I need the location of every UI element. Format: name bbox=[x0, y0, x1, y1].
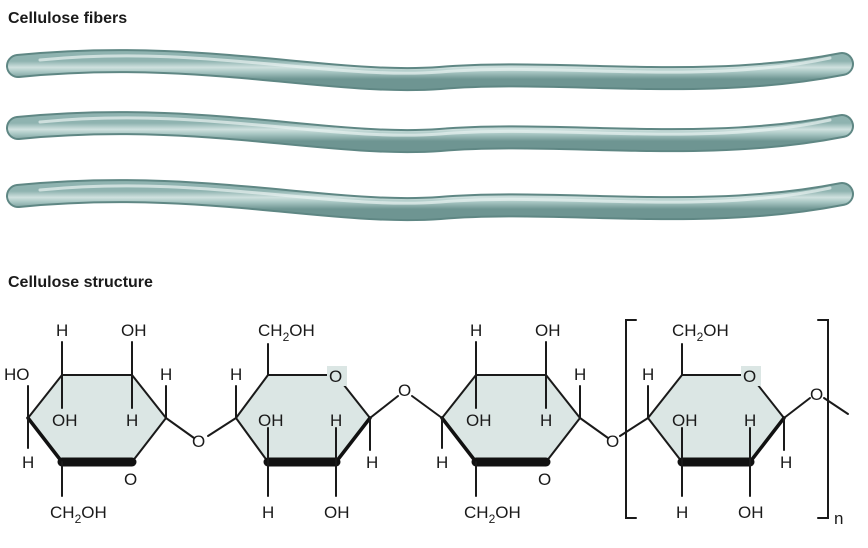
ring3-OH-inner: OH bbox=[466, 411, 492, 430]
glycosidic-O-4: O bbox=[810, 385, 823, 404]
ring1-ring-O: O bbox=[124, 470, 137, 489]
fibers-illustration bbox=[6, 49, 854, 222]
ring2-ring-O: O bbox=[329, 367, 342, 386]
ring3-H-left: H bbox=[436, 453, 448, 472]
ring3-CH2OH-bottom: CH2OH bbox=[464, 503, 521, 526]
ring1-OH-top: OH bbox=[121, 321, 147, 340]
ring2-OH-inner: OH bbox=[258, 411, 284, 430]
repeat-n: n bbox=[834, 509, 843, 528]
ring3-H-right: H bbox=[574, 365, 586, 384]
ring2-CH2OH-top: CH2OH bbox=[258, 321, 315, 344]
ring2-OH-bottom: OH bbox=[324, 503, 350, 522]
ring4-H-right: H bbox=[780, 453, 792, 472]
cellulose-structure-diagram: H OH HO OH H H H O CH2OH O O CH2OH H OH … bbox=[4, 319, 849, 528]
cellulose-structure-title: Cellulose structure bbox=[8, 274, 153, 291]
ring3-H-top-left: H bbox=[470, 321, 482, 340]
glycosidic-O-2: O bbox=[398, 381, 411, 400]
glycosidic-O-1: O bbox=[192, 432, 205, 451]
ring1-H-right: H bbox=[160, 365, 172, 384]
ring1-CH2OH-bottom: CH2OH bbox=[50, 503, 107, 526]
cellulose-fibers-title: Cellulose fibers bbox=[8, 10, 128, 27]
ring2-H-bottom: H bbox=[262, 503, 274, 522]
ring1-H-inner: H bbox=[126, 411, 138, 430]
right-bracket bbox=[817, 319, 829, 519]
glycosidic-O-3: O bbox=[606, 432, 619, 451]
left-bracket bbox=[625, 319, 637, 519]
ring4-H-left: H bbox=[642, 365, 654, 384]
glucose-ring-2: O CH2OH H OH H H H OH bbox=[207, 321, 399, 522]
fiber-1 bbox=[6, 49, 854, 92]
ring4-OH-bottom: OH bbox=[738, 503, 764, 522]
ring4-H-bottom: H bbox=[676, 503, 688, 522]
glucose-ring-1: H OH HO OH H H H O CH2OH bbox=[4, 321, 195, 526]
ring3-H-inner: H bbox=[540, 411, 552, 430]
ring2-H-left: H bbox=[230, 365, 242, 384]
ring4-H-inner: H bbox=[744, 411, 756, 430]
ring3-ring-O: O bbox=[538, 470, 551, 489]
fiber-3 bbox=[6, 179, 854, 222]
ring3-OH-top: OH bbox=[535, 321, 561, 340]
ring4-OH-inner: OH bbox=[672, 411, 698, 430]
fiber-2 bbox=[6, 111, 854, 154]
ring4-CH2OH-top: CH2OH bbox=[672, 321, 729, 344]
ring2-H-inner: H bbox=[330, 411, 342, 430]
ring1-OH-inner: OH bbox=[52, 411, 78, 430]
ring4-ring-O: O bbox=[743, 367, 756, 386]
ring1-HO-left: HO bbox=[4, 365, 30, 384]
ring2-H-right: H bbox=[366, 453, 378, 472]
ring1-H-bottom-left: H bbox=[22, 453, 34, 472]
ring1-H-top-left: H bbox=[56, 321, 68, 340]
glucose-ring-3: H OH OH H H H O CH2OH bbox=[411, 321, 609, 526]
glucose-ring-4: O CH2OH H OH H H H OH bbox=[619, 321, 849, 522]
